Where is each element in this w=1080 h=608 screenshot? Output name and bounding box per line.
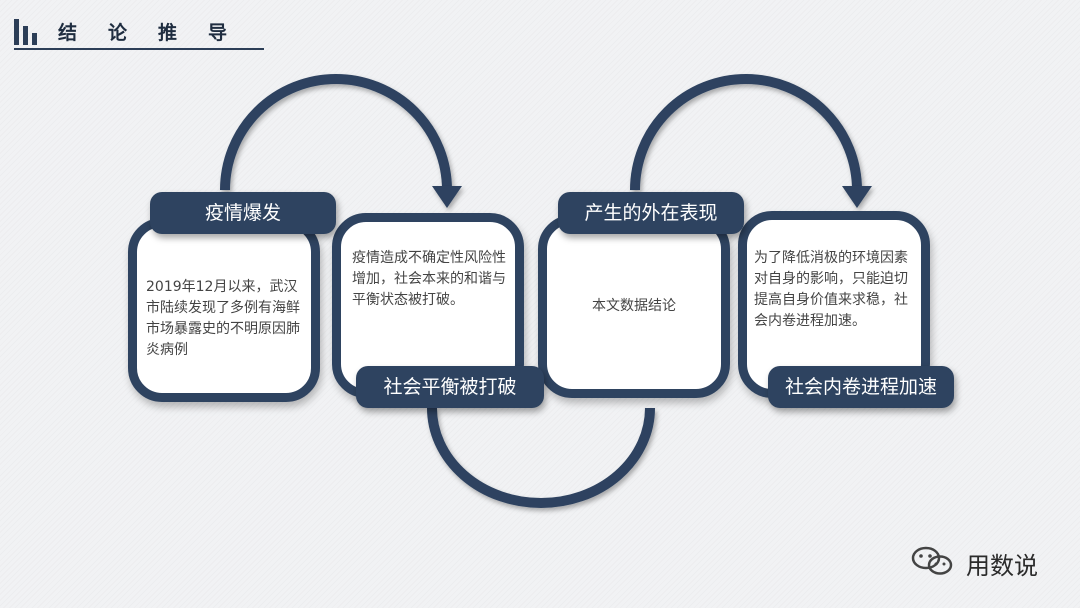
step-label-3: 产生的外在表现 <box>558 192 744 234</box>
step-text-4: 为了降低消极的环境因素对自身的影响，只能迫切提高自身价值来求稳，社会内卷进程加速… <box>754 250 908 329</box>
arrow-head-2 <box>842 186 872 208</box>
wechat-icon <box>911 546 953 575</box>
connector-arc-2 <box>427 407 655 508</box>
page-title: 结论推导 <box>58 22 259 44</box>
step-card-3 <box>538 215 730 398</box>
step-label-2: 社会平衡被打破 <box>356 366 544 408</box>
connector-arc-3 <box>630 74 862 191</box>
step-text-3: 本文数据结论 <box>592 298 676 314</box>
bar-chart-icon <box>14 19 42 45</box>
step-text-2: 疫情造成不确定性风险性增加，社会本来的和谐与平衡状态被打破。 <box>352 250 506 308</box>
step-label-1: 疫情爆发 <box>150 192 336 234</box>
step-text-1: 2019年12月以来，武汉市陆续发现了多例有海鲜市场暴露史的不明原因肺炎病例 <box>146 279 300 358</box>
header-underline <box>14 48 264 50</box>
watermark-text: 用数说 <box>966 552 1038 580</box>
connector-arc-1 <box>220 74 452 191</box>
section-header: 结论推导 <box>14 16 264 50</box>
step-label-4: 社会内卷进程加速 <box>768 366 954 408</box>
arrow-head-1 <box>432 186 462 208</box>
